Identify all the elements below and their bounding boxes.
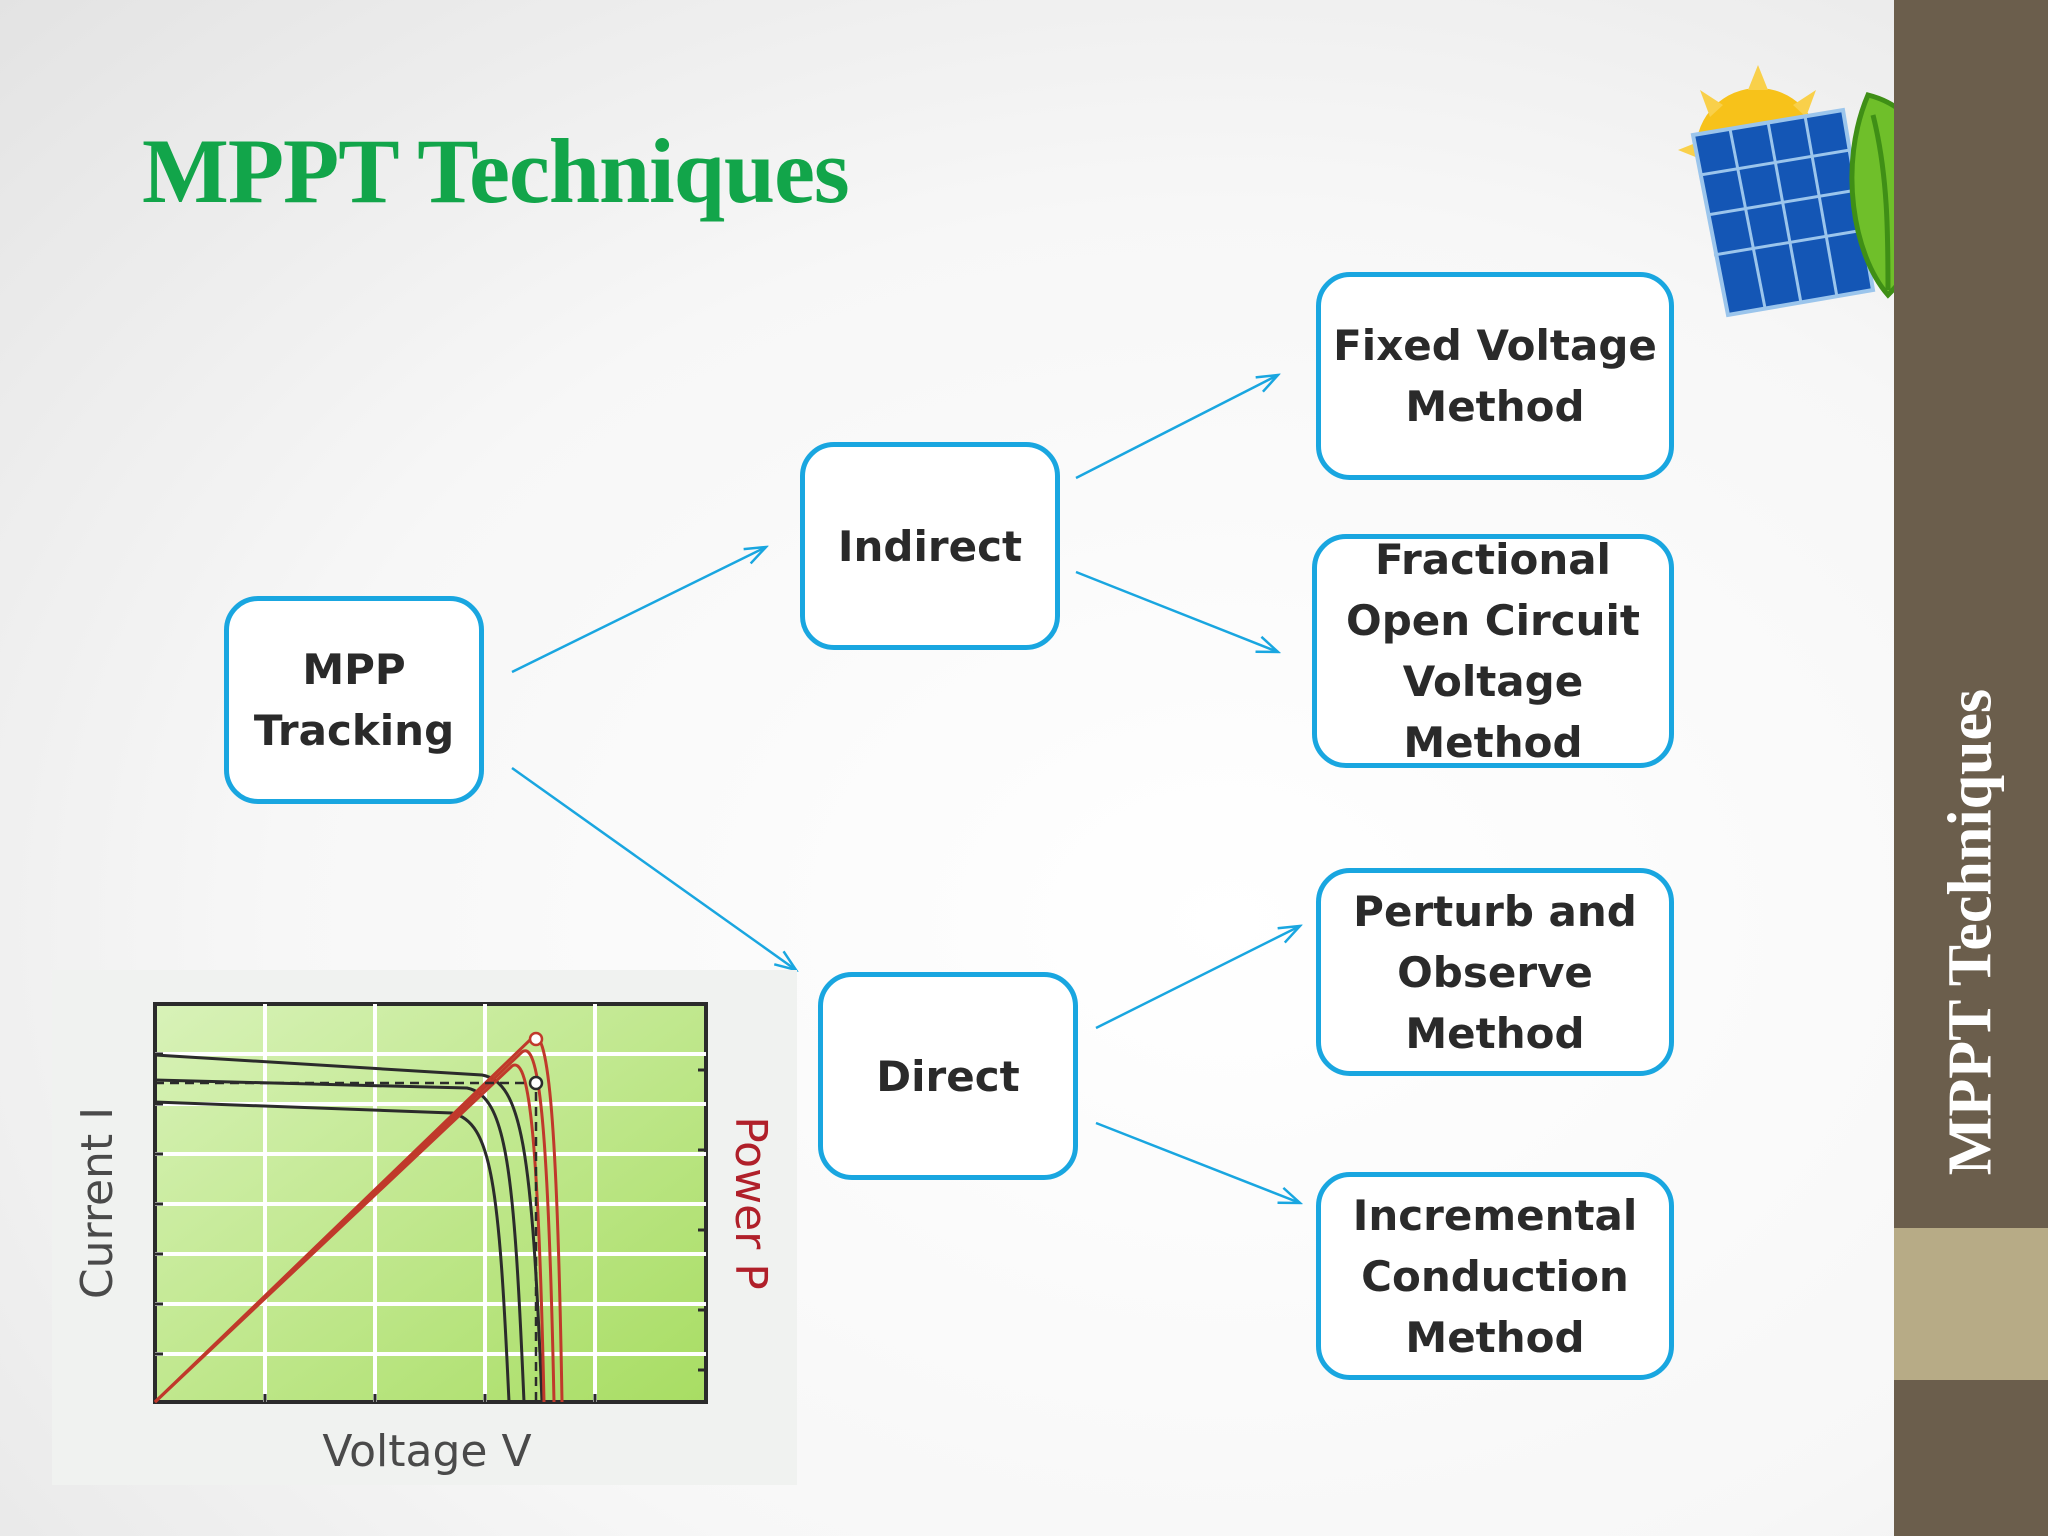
arrow-indirect-to-fixed	[1075, 375, 1278, 480]
arrow-direct-to-perturb	[1095, 926, 1300, 1030]
plot-xlabel-voltage: Voltage V	[322, 1426, 531, 1477]
plot-ylabel-power: Power P	[725, 1116, 776, 1290]
node-indirect: Indirect	[800, 442, 1060, 650]
mpp-marker-current	[528, 1075, 544, 1091]
slide-title: MPPT Techniques	[142, 120, 850, 222]
arrow-root-to-indirect	[511, 547, 766, 674]
arrow-root-to-direct	[511, 766, 796, 970]
iv-curve-3	[154, 1100, 511, 1403]
side-panel-title: MPPT Techniques	[1936, 688, 2005, 1176]
side-panel-accent	[1894, 1228, 2048, 1380]
side-panel: MPPT Techniques	[1894, 0, 2048, 1536]
plot-gridlines	[155, 1004, 706, 1402]
node-fixed-voltage-method: Fixed Voltage Method	[1316, 272, 1674, 480]
mpp-marker-power	[528, 1031, 544, 1047]
node-fractional-ocv-method: Fractional Open Circuit Voltage Method	[1312, 534, 1674, 768]
node-mpp-tracking: MPP Tracking	[224, 596, 484, 804]
node-perturb-observe-method: Perturb and Observe Method	[1316, 868, 1674, 1076]
diagram-arrows	[511, 0, 1894, 1536]
slide: MPPT Techniques MPP Tracking Indirect Di…	[52, 0, 1894, 1536]
node-incremental-conduction-method: Incremental Conduction Method	[1316, 1172, 1674, 1380]
plot-ylabel-current: Current I	[72, 1107, 123, 1299]
pv-curve-3	[153, 1063, 546, 1404]
iv-pv-plot: Current I Power P Voltage V	[52, 970, 797, 1485]
solar-panel-icon	[1690, 107, 1876, 318]
arrow-direct-to-incremental	[1095, 1121, 1300, 1203]
arrow-indirect-to-fractional	[1075, 570, 1278, 652]
iv-pv-plot-svg: Current I Power P Voltage V	[72, 1002, 776, 1477]
pv-curve-2	[153, 1049, 556, 1404]
node-direct: Direct	[818, 972, 1078, 1180]
